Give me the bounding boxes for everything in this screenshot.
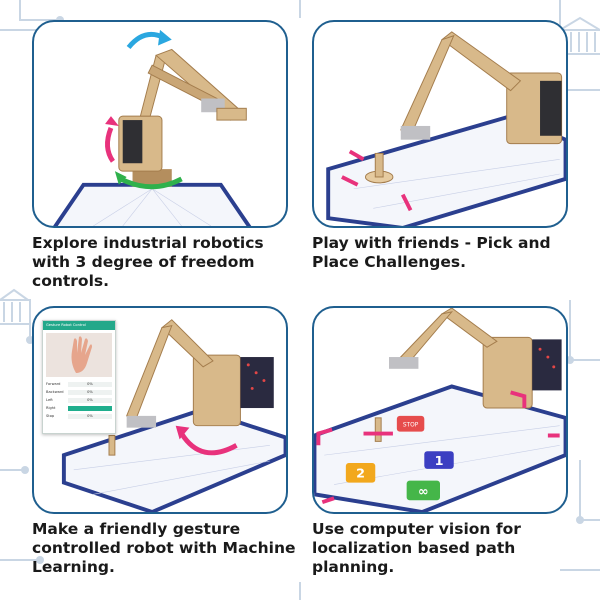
gesture-row-left: Left 0% [43,396,115,404]
computer-vision-illustration: STOP 2 1 ∞ [314,308,566,512]
caption-dof: Explore industrial robotics with 3 degre… [32,234,264,290]
rotate-arrow-green-icon [119,176,183,190]
caption-vision: Use computer vision for localization bas… [312,520,521,576]
board-card-1: 1 [424,451,454,469]
rotate-arrow-pink-icon [105,127,115,163]
svg-text:STOP: STOP [403,423,419,429]
board-card-stop: STOP [396,415,425,432]
svg-text:2: 2 [356,467,365,482]
pick-place-illustration [326,31,566,226]
feature-card-pick-place [312,20,568,228]
robot-arm-3dof-illustration [53,29,252,226]
gesture-app-window: Gesture Robot Control Forward 0% Backwar… [42,320,116,434]
caption-gesture: Make a friendly gesture controlled robot… [32,520,296,576]
camera-preview [46,333,112,377]
feature-card-dof [32,20,288,228]
board-card-infinity: ∞ [406,480,440,501]
gesture-row-right: Right [43,404,115,412]
svg-text:1: 1 [435,454,444,469]
gesture-robot-illustration [61,319,286,512]
hand-icon [71,336,92,373]
gesture-app-title: Gesture Robot Control [43,321,115,330]
gesture-row-backward: Backward 0% [43,388,115,396]
target-marker-icon [316,390,560,505]
caption-pick-place: Play with friends - Pick and Place Chall… [312,234,551,271]
gesture-row-forward: Forward 0% [43,380,115,388]
feature-card-gesture: Gesture Robot Control Forward 0% Backwar… [32,306,288,514]
feature-card-vision: STOP 2 1 ∞ [312,306,568,514]
board-card-2: 2 [345,462,376,483]
rotate-arrow-pink-icon [179,432,238,456]
gesture-row-stop: Stop 0% [43,412,115,420]
target-marker-icon [341,149,413,212]
svg-text:∞: ∞ [418,484,429,499]
